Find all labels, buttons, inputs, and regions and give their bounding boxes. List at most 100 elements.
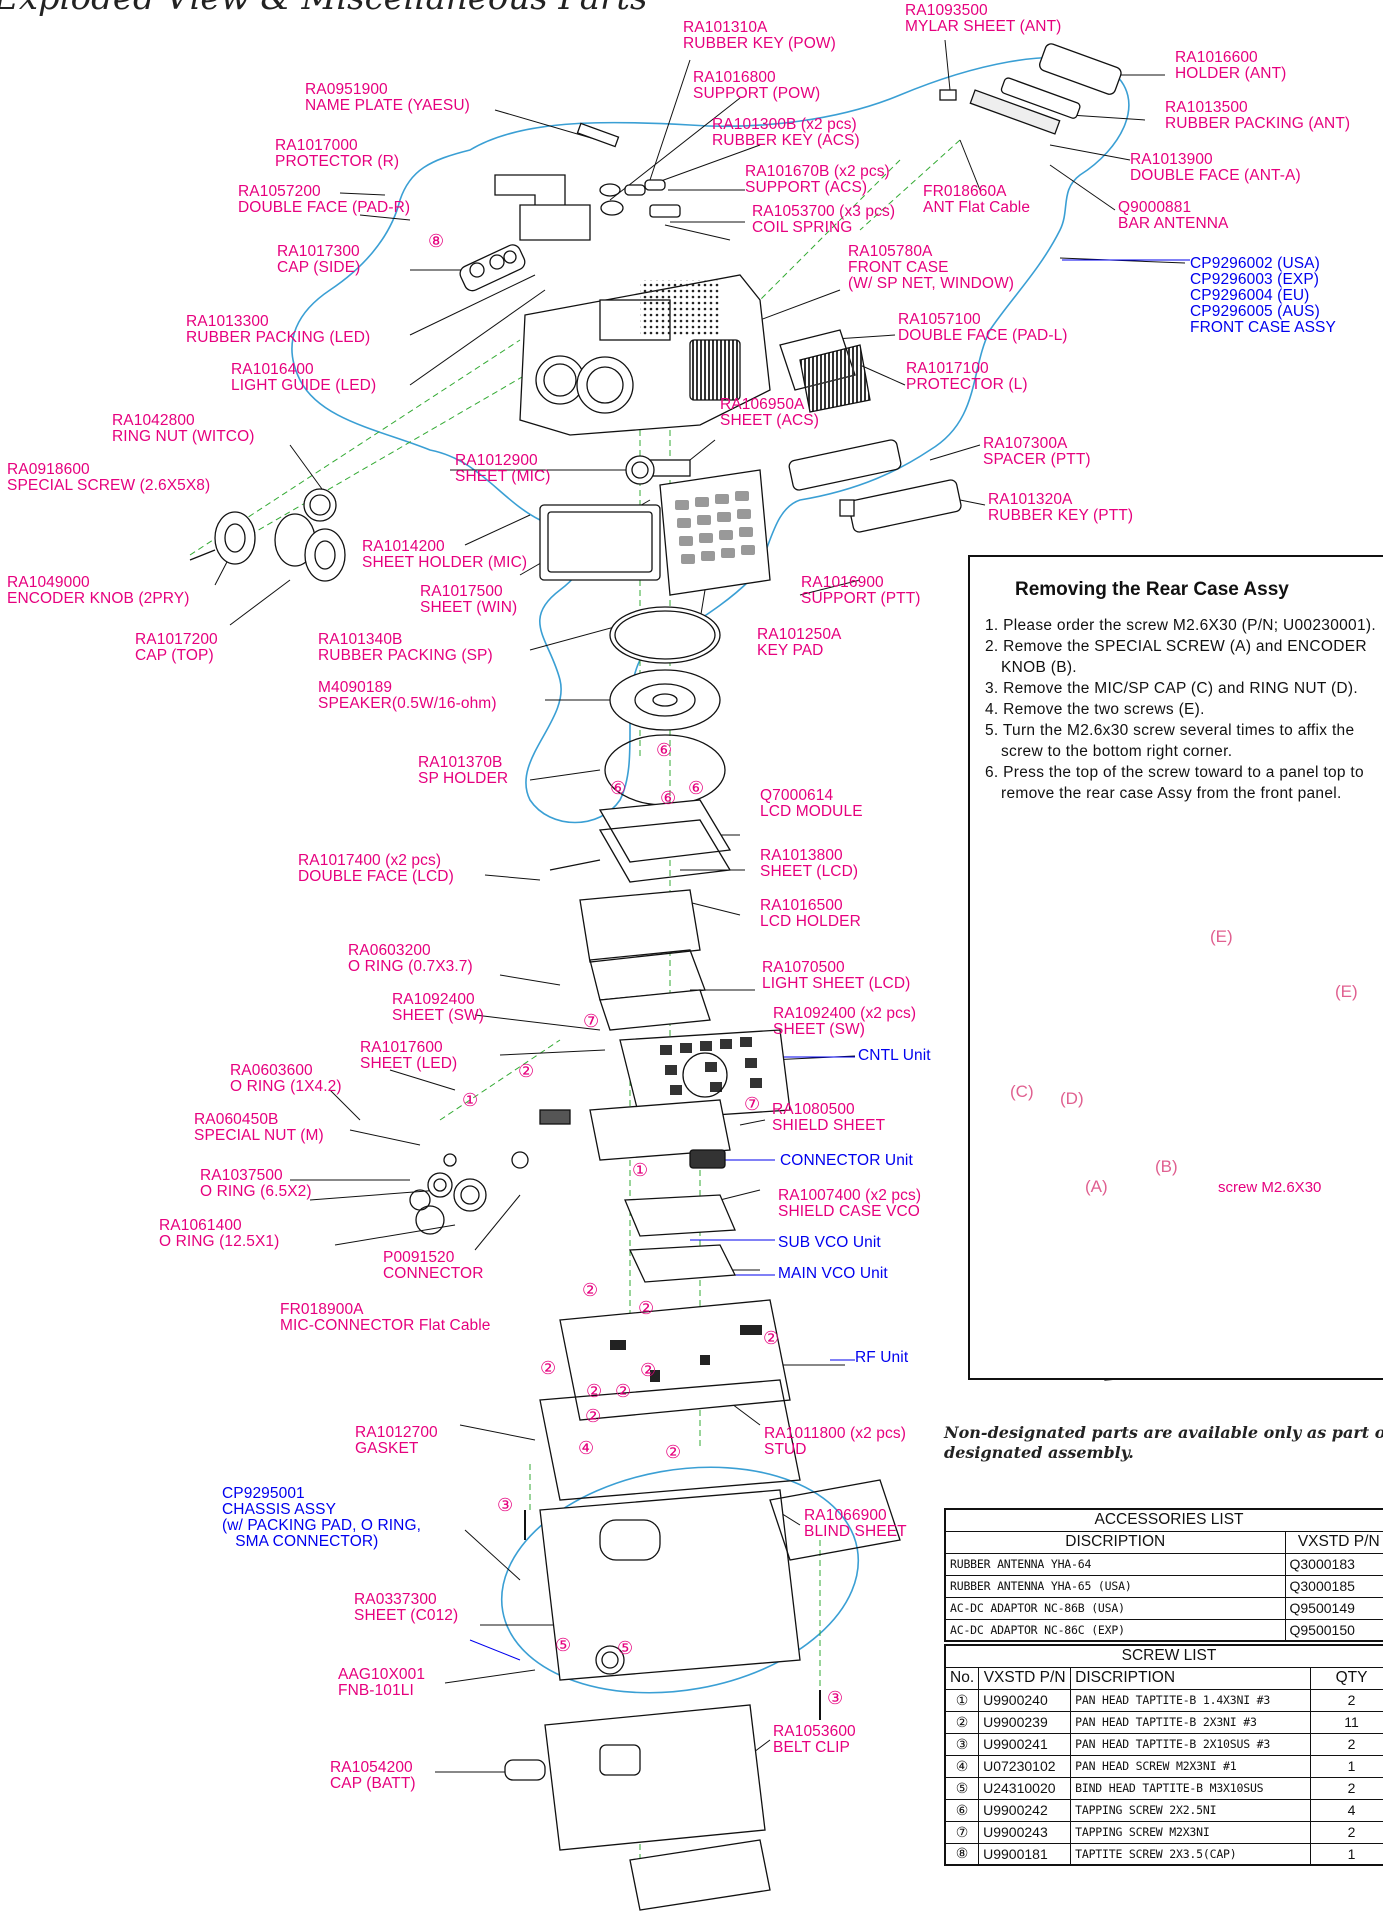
label-ra0918600: RA0918600 SPECIAL SCREW (2.6X5X8) xyxy=(7,461,211,494)
screw-list-title: SCREW LIST xyxy=(944,1644,1383,1668)
screw-pn: U9900242 xyxy=(978,1798,1072,1822)
screw-marker-2b: ② xyxy=(582,1280,599,1300)
label-ra1092400-x2: RA1092400 (x2 pcs) SHEET (SW) xyxy=(773,1005,917,1038)
table-row: ① U9900240 PAN HEAD TAPTITE-B 1.4X3NI #3… xyxy=(944,1688,1383,1712)
label-chassis-assy: CP9295001 CHASSIS ASSY (w/ PACKING PAD, … xyxy=(222,1485,422,1550)
screw-marker-3a: ③ xyxy=(497,1495,514,1515)
screw-qty: 4 xyxy=(1310,1798,1383,1822)
screw-marker-6b: ⑥ xyxy=(610,778,627,798)
screw-marker-7a: ⑦ xyxy=(583,1011,600,1031)
screw-marker-2h: ② xyxy=(615,1381,632,1401)
label-ra0337300: RA0337300 SHEET (C012) xyxy=(354,1591,459,1624)
accessory-description: RUBBER ANTENNA YHA-64 xyxy=(944,1552,1286,1576)
label-ra1080500: RA1080500 SHIELD SHEET xyxy=(772,1101,886,1134)
label-p0091520: P0091520 CONNECTOR xyxy=(383,1249,484,1282)
label-ra1053600: RA1053600 BELT CLIP xyxy=(773,1723,856,1756)
label-ra0603600: RA0603600 O RING (1X4.2) xyxy=(230,1062,342,1095)
screw-marker-2d: ② xyxy=(763,1328,780,1348)
screw-marker-2a: ② xyxy=(518,1061,535,1081)
label-ra1014200: RA1014200 SHEET HOLDER (MIC) xyxy=(362,538,528,571)
screw-marker-8: ⑧ xyxy=(428,231,445,251)
label-ra1017500: RA1017500 SHEET (WIN) xyxy=(420,583,518,616)
removal-step: 1. Please order the screw M2.6X30 (P/N; … xyxy=(985,617,1376,634)
screw-marker-5a: ⑤ xyxy=(555,1635,572,1655)
label-ra1013800: RA1013800 SHEET (LCD) xyxy=(760,847,859,880)
screw-no: ⑦ xyxy=(944,1820,980,1844)
screw-marker-2f: ② xyxy=(640,1360,657,1380)
removal-step: 3. Remove the MIC/SP CAP (C) and RING NU… xyxy=(985,680,1358,697)
screw-description: PAN HEAD TAPTITE-B 2X3NI #3 xyxy=(1070,1710,1312,1734)
page-title: Exploded View & Miscellaneous Parts xyxy=(0,0,647,18)
label-ra1016400: RA1016400 LIGHT GUIDE (LED) xyxy=(231,361,377,394)
label-ra1061400: RA1061400 O RING (12.5X1) xyxy=(159,1217,280,1250)
table-row: ④ U07230102 PAN HEAD SCREW M2X3NI #1 1 xyxy=(944,1754,1383,1778)
label-q9000881: Q9000881 BAR ANTENNA xyxy=(1118,199,1229,232)
label-ra1057100: RA1057100 DOUBLE FACE (PAD-L) xyxy=(898,311,1068,344)
screw-pn: U07230102 xyxy=(978,1754,1072,1778)
screw-pn: U9900240 xyxy=(978,1688,1072,1712)
screw-qty: 1 xyxy=(1310,1842,1383,1866)
chassis-assy-outline xyxy=(500,1466,860,1694)
removal-step: 4. Remove the two screws (E). xyxy=(985,701,1205,718)
accessories-list-table: ACCESSORIES LIST DISCRIPTION VXSTD P/N R… xyxy=(944,1508,1383,1642)
label-aag10x001: AAG10X001 FNB-101LI xyxy=(338,1666,426,1699)
screw-pn: U9900181 xyxy=(978,1842,1072,1866)
screw-list-table: SCREW LIST No. VXSTD P/N DISCRIPTION QTY… xyxy=(944,1644,1383,1866)
screw-marker-6c: ⑥ xyxy=(660,788,677,808)
screw-no: ⑥ xyxy=(944,1798,980,1822)
accessory-description: AC-DC ADAPTOR NC-86C (EXP) xyxy=(944,1618,1286,1642)
label-ra101370b: RA101370B SP HOLDER xyxy=(418,754,509,787)
label-a: (A) xyxy=(1085,1177,1108,1196)
label-ra1049000: RA1049000 ENCODER KNOB (2PRY) xyxy=(7,574,190,607)
screw-marker-6d: ⑥ xyxy=(688,778,705,798)
label-d: (D) xyxy=(1060,1089,1084,1108)
screw-description: PAN HEAD TAPTITE-B 2X10SUS #3 xyxy=(1070,1732,1312,1756)
table-row: ③ U9900241 PAN HEAD TAPTITE-B 2X10SUS #3… xyxy=(944,1732,1383,1756)
screw-qty: 11 xyxy=(1310,1710,1383,1734)
screw-marker-2j: ② xyxy=(665,1442,682,1462)
label-ra101300b: RA101300B (x2 pcs) RUBBER KEY (ACS) xyxy=(712,116,860,149)
label-q7000614: Q7000614 LCD MODULE xyxy=(760,787,863,820)
label-e-second: (E) xyxy=(1335,982,1358,1001)
screw-marker-1b: ① xyxy=(632,1160,649,1180)
table-row: ⑦ U9900243 TAPPING SCREW M2X3NI 2 xyxy=(944,1820,1383,1844)
label-screw-m26x30: screw M2.6X30 xyxy=(1218,1179,1322,1196)
screw-description: TAPPING SCREW 2X2.5NI xyxy=(1070,1798,1312,1822)
screw-marker-4: ④ xyxy=(578,1438,595,1458)
label-fr018900a: FR018900A MIC-CONNECTOR Flat Cable xyxy=(280,1301,491,1334)
table-row: AC-DC ADAPTOR NC-86C (EXP) Q9500150 xyxy=(944,1618,1383,1642)
screw-marker-6a: ⑥ xyxy=(656,740,673,760)
accessory-pn: Q9500149 xyxy=(1284,1596,1383,1620)
label-ra101310a: RA101310A RUBBER KEY (POW) xyxy=(683,19,836,52)
label-ra1042800: RA1042800 RING NUT (WITCO) xyxy=(112,412,255,445)
label-b: (B) xyxy=(1155,1157,1178,1176)
screw-pn: U24310020 xyxy=(978,1776,1072,1800)
screw-pn: U9900243 xyxy=(978,1820,1072,1844)
screw-marker-2g: ② xyxy=(586,1381,603,1401)
screw-header-description: DISCRIPTION xyxy=(1070,1666,1312,1690)
label-ra060450b: RA060450B SPECIAL NUT (M) xyxy=(194,1111,324,1144)
accessory-pn: Q9500150 xyxy=(1284,1618,1383,1642)
label-connector-unit: CONNECTOR Unit xyxy=(780,1152,913,1169)
label-ra1013300: RA1013300 RUBBER PACKING (LED) xyxy=(186,313,371,346)
label-ra1053700: RA1053700 (x3 pcs) COIL SPRING xyxy=(752,203,896,236)
label-ra1017300: RA1017300 CAP (SIDE) xyxy=(277,243,361,276)
screw-marker-3b: ③ xyxy=(827,1688,844,1708)
label-ra1016500: RA1016500 LCD HOLDER xyxy=(760,897,861,930)
label-fr018660a: FR018660A ANT Flat Cable xyxy=(923,183,1031,216)
label-ra1066900: RA1066900 BLIND SHEET xyxy=(804,1507,907,1540)
label-ra1017400: RA1017400 (x2 pcs) DOUBLE FACE (LCD) xyxy=(298,852,454,885)
label-ra0951900: RA0951900 NAME PLATE (YAESU) xyxy=(305,81,470,114)
label-main-vco-unit: MAIN VCO Unit xyxy=(778,1265,888,1282)
parts-artwork xyxy=(189,43,1122,1911)
label-ra1054200: RA1054200 CAP (BATT) xyxy=(330,1759,416,1792)
label-ra1017000: RA1017000 PROTECTOR (R) xyxy=(275,137,400,170)
label-ra1012900: RA1012900 SHEET (MIC) xyxy=(455,452,551,485)
accessories-header-pn: VXSTD P/N xyxy=(1284,1530,1383,1554)
label-ra1057200: RA1057200 DOUBLE FACE (PAD-R) xyxy=(238,183,411,216)
label-ra1037500: RA1037500 O RING (6.5X2) xyxy=(200,1167,312,1200)
accessory-pn: Q3000185 xyxy=(1284,1574,1383,1598)
table-row: ⑤ U24310020 BIND HEAD TAPTITE-B M3X10SUS… xyxy=(944,1776,1383,1800)
screw-pn: U9900239 xyxy=(978,1710,1072,1734)
label-ra107300a: RA107300A SPACER (PTT) xyxy=(983,435,1091,468)
